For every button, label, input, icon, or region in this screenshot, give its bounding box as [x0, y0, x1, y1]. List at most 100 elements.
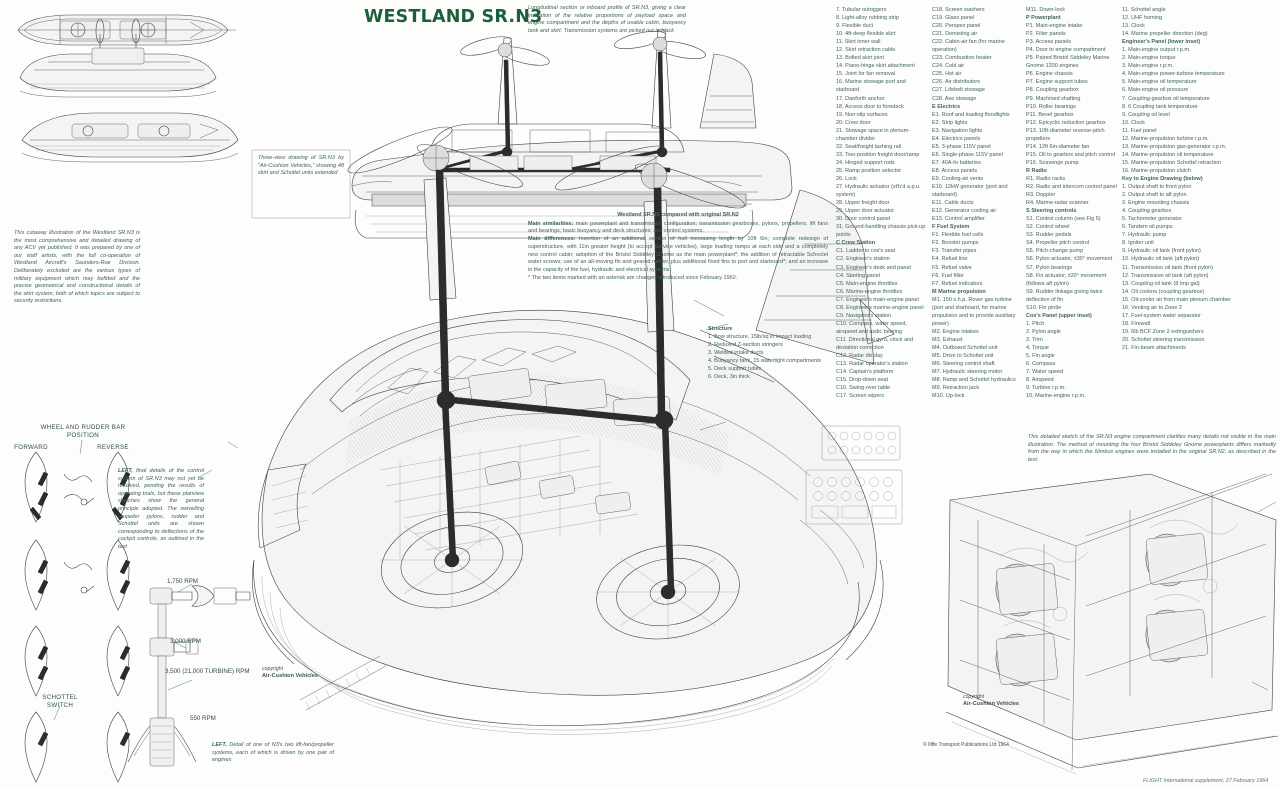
label-reverse: REVERSE	[97, 444, 129, 451]
key-item: 2. Reduxed Z-section stringers	[708, 342, 783, 349]
key-item: 1. Pitch	[1026, 320, 1045, 327]
key-item: P14. 12ft 6in-diameter fan	[1026, 143, 1090, 150]
key-item: 4. Main-engine power-turbine temperature	[1122, 71, 1225, 78]
footer-source: FLIGHT International supplement, 27 Febr…	[1143, 778, 1269, 784]
key-item: C27. Lifebelt stowage	[932, 87, 985, 94]
key-item: C19. Glass panel	[932, 15, 975, 22]
key-section-heading: R Radio	[1026, 167, 1047, 174]
key-item: R2. Radio and intercom control panel	[1026, 184, 1117, 191]
key-item: 14. Piano-hinge skirt attachment	[836, 63, 915, 70]
structure-list: 1. Bow structure, 15lb/sq in impact load…	[708, 333, 826, 381]
key-item: 11. Schottel angle	[1122, 7, 1166, 13]
key-item: 1. Bow structure, 15lb/sq in impact load…	[708, 334, 812, 341]
key-item: R4. Marine-radar scanner	[1026, 200, 1089, 207]
key-item: 26. Lock	[836, 175, 857, 182]
key-item: M1. 150 s.h.p. Rover gas turbine (port a…	[932, 296, 1016, 327]
key-item: 21. Stowage space in plenum-chamber divi…	[836, 127, 910, 142]
comparison-similarities: Main similarities: main powerplant and t…	[528, 221, 828, 236]
key-item: F2. Booster pumps	[932, 240, 979, 247]
key-item: 10. 4ft-deep flexible skirt	[836, 31, 896, 38]
key-item: C10. Compass, water speed, airspeed and …	[836, 320, 907, 335]
key-item: C13. Radar operator's station	[836, 361, 908, 368]
key-item: 20. Crew door	[836, 119, 871, 126]
key-item: 15. Marine-propulsion Schottel retractio…	[1122, 159, 1222, 166]
key-item: P6. Engine chassis	[1026, 71, 1073, 78]
key-item: C22. Cabin-air fan (for marine operation…	[932, 39, 1005, 54]
key-item: F7. Refuel indicators	[932, 280, 983, 287]
comparison-footnote: * The two items marked with an asterisk …	[528, 274, 738, 281]
key-item: 9. Flexible duct	[836, 23, 873, 30]
instrument-panel-insets	[805, 425, 903, 525]
leader-lines	[197, 299, 729, 479]
key-item: P5. Paired Bristol Siddeley Marine Gnome…	[1026, 55, 1110, 70]
key-item: 13. Bolted skirt joint	[836, 55, 884, 62]
key-section-heading: F Fuel System	[932, 224, 970, 231]
caption-planview-sketches: LEFT, final details of the control syste…	[118, 468, 204, 552]
key-item: E5. 3-phase 115V panel	[932, 143, 991, 150]
engine-compartment-sketch	[945, 473, 1279, 775]
key-item: C23. Combustion heater	[932, 55, 992, 62]
comparison-similarities-label: Main similarities:	[528, 220, 574, 227]
key-item: P2. Filter panels	[1026, 31, 1066, 38]
key-item: 16. Venting air to Zone 2	[1122, 304, 1182, 311]
key-item: C1. Ladder to cox's seat	[836, 248, 896, 255]
key-item: 9. Turbine r.p.m.	[1026, 385, 1066, 392]
key-item: 18. Firewall	[1122, 320, 1151, 327]
key-item: 3. Trim	[1026, 336, 1043, 343]
key-item: C24. Cold air	[932, 63, 965, 70]
key-item: S7. Pylon bearings	[1026, 264, 1073, 271]
key-item: E10. 12kW generator (port and starboard)	[932, 184, 1008, 199]
three-view-plan	[17, 14, 236, 46]
three-view-side	[21, 112, 239, 163]
caption-liftfan-body: Detail of one of N3's two lift-fan/prope…	[212, 742, 334, 764]
key-item: P16. Scavenge pump	[1026, 159, 1079, 166]
key-item: S5. Pitch-change pump	[1026, 248, 1084, 255]
key-item: C11. Directional gyro, clock and deviati…	[836, 336, 914, 351]
key-item: P4. Door to engine compartment	[1026, 47, 1106, 54]
key-item: S9. Rudder linkage giving twice deflecti…	[1026, 288, 1103, 303]
key-item: S2. Control wheel	[1026, 224, 1070, 231]
key-item: M6. Steering control shaft	[932, 361, 995, 368]
key-item: F4. Refuel line	[932, 256, 968, 263]
key-item: F6. Fuel filler	[932, 272, 964, 279]
key-item: 11. Transmission oil tank (front pylon)	[1122, 264, 1213, 271]
key-item: F1. Flexible fuel cells	[932, 232, 984, 239]
comparison-title: Westland SR.N3 compared with original SR…	[617, 212, 739, 218]
key-item: E13. Control amplifier	[932, 216, 985, 223]
label-wheel-and-rudder-bar-position: WHEEL AND RUDDER BAR POSITION	[40, 424, 126, 440]
key-item: P1. Main-engine intake	[1026, 23, 1083, 30]
key-item: 6. Deck, 3in thick	[708, 374, 750, 381]
key-item: 17. Fuel-system water separator	[1122, 312, 1201, 319]
key-item: 4. Buoyancy tank, 15 watertight compartm…	[708, 358, 822, 365]
key-item: C26. Air distributors	[932, 79, 980, 86]
key-section-heading: Cox's Panel (upper inset)	[1026, 312, 1092, 319]
copyright-owner-main: Air-Cushion Vehicles	[262, 672, 318, 679]
key-item: 5. Fin angle	[1026, 353, 1055, 360]
key-item: 17. Danforth anchor	[836, 95, 885, 102]
key-item: 2. Pylon angle	[1026, 328, 1061, 335]
comparison-similarities-text: main powerplant and transmission configu…	[528, 220, 828, 235]
key-item: M5. Drive to Schottel unit	[932, 353, 994, 360]
key-item: C18. Screen washers	[932, 7, 985, 13]
key-item: E11. Cable ducts	[932, 200, 974, 207]
structure-key: Structure 1. Bow structure, 15lb/sq in i…	[708, 325, 826, 381]
key-item: E8. Access panels	[932, 167, 977, 174]
key-item: P10. Roller bearings	[1026, 103, 1076, 110]
key-item: 15. Oil-cooler air from main plenum cham…	[1122, 296, 1231, 303]
key-item: 6. Compass	[1026, 361, 1056, 368]
key-item: 14. Oil coolers (coupling gearbox)	[1122, 288, 1205, 295]
key-item: C5. Main-engine throttles	[836, 280, 898, 287]
key-item: C4. Starting panel	[836, 272, 881, 279]
three-view-front	[19, 18, 217, 98]
key-item: E1. Roof and loading floodlights	[932, 111, 1010, 118]
key-item: 12. UHF homing	[1122, 15, 1163, 22]
key-section-heading: M Marine propulsion	[932, 288, 986, 295]
comparison-differences-label: Main differences:	[528, 236, 576, 243]
key-item: P13. 10ft-diameter reverse-pitch propell…	[1026, 127, 1105, 142]
key-item: S3. Rudder pedals	[1026, 232, 1072, 239]
key-item: C2. Engineer's station	[836, 256, 890, 263]
key-item: 10. Hydraulic oil tank (aft pylon)	[1122, 256, 1200, 263]
